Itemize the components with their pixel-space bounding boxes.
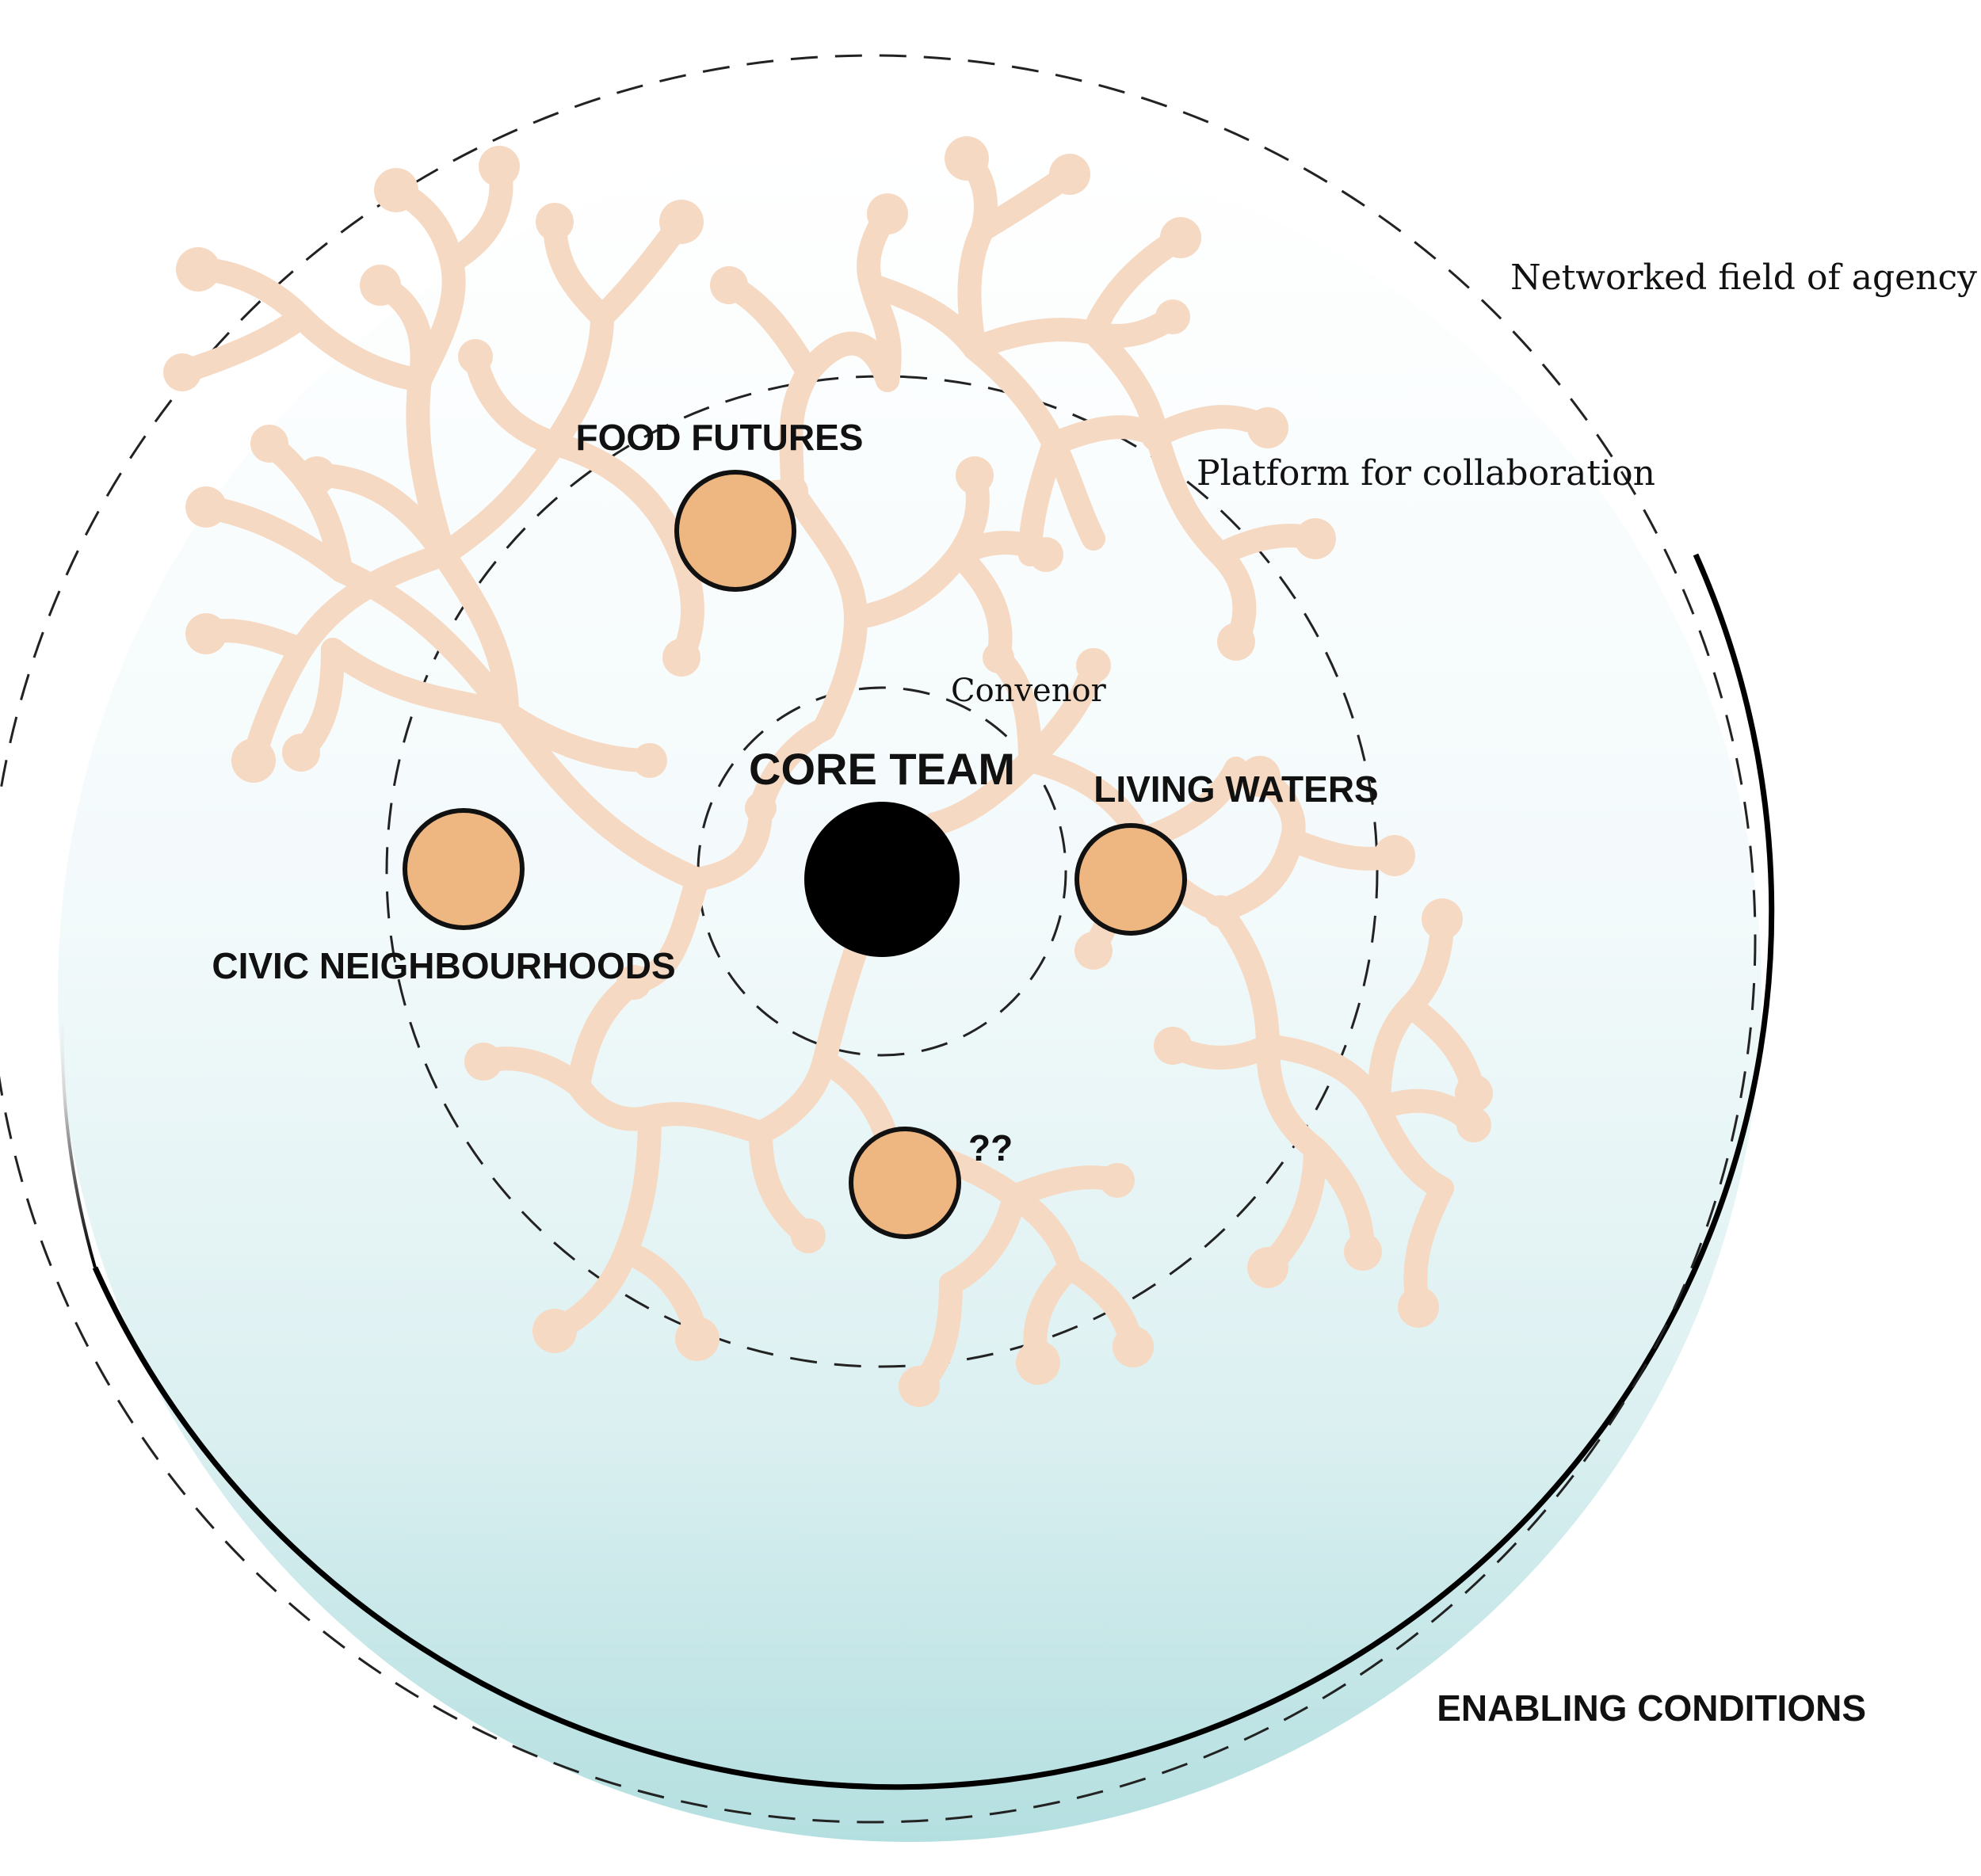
civic-neighbourhoods-node	[405, 810, 522, 928]
enabling-conditions-sphere	[58, 139, 1772, 1842]
unknown-node-label: ??	[968, 1127, 1013, 1169]
food-futures-node	[677, 472, 794, 589]
enabling-conditions-label: ENABLING CONDITIONS	[1437, 1687, 1866, 1729]
inner-ring-label: Convenor	[951, 673, 1107, 709]
unknown-node	[851, 1129, 959, 1237]
outer-ring-label: Networked field of agency	[1510, 257, 1977, 298]
middle-ring-label: Platform for collaboration	[1197, 453, 1655, 494]
core-team-node	[804, 802, 960, 957]
living-waters-node	[1077, 826, 1185, 933]
living-waters-label: LIVING WATERS	[1094, 768, 1379, 810]
core-team-label: CORE TEAM	[749, 744, 1015, 794]
civic-neighbourhoods-label: CIVIC NEIGHBOURHOODS	[212, 945, 675, 986]
food-futures-label: FOOD FUTURES	[576, 417, 864, 458]
